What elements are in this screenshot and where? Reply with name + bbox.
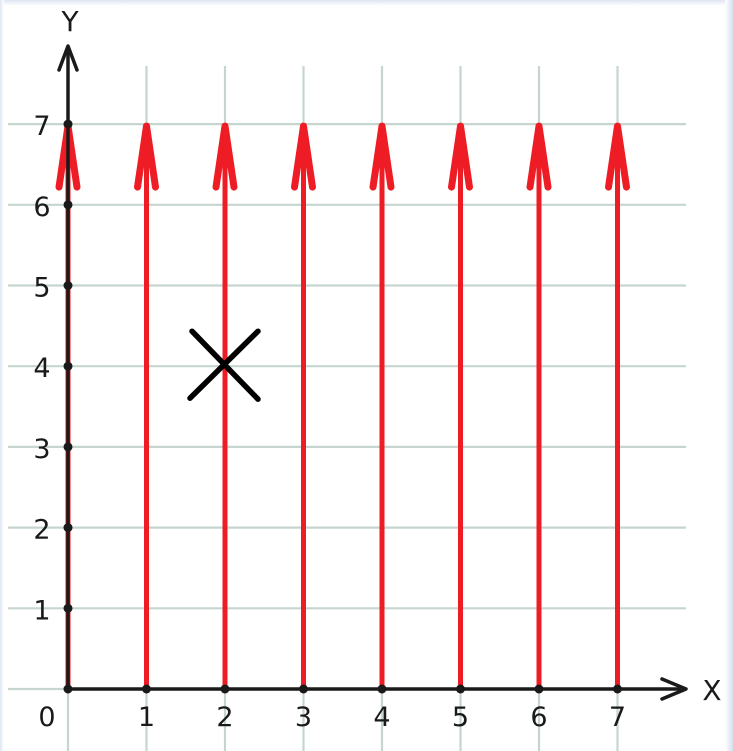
axes bbox=[57, 44, 688, 701]
y-axis-tick-dot bbox=[63, 119, 73, 129]
arrow-head bbox=[212, 122, 238, 191]
x-tick-label: 7 bbox=[609, 702, 626, 733]
y-axis-tick-dot bbox=[63, 442, 73, 452]
x-tick-label: 4 bbox=[373, 702, 390, 733]
y-axis-tick-dot bbox=[63, 361, 73, 371]
x-axis-tick-dot bbox=[299, 684, 308, 694]
y-axis-name: Y bbox=[60, 5, 79, 38]
x-axis-tick-dot bbox=[142, 684, 151, 694]
marker bbox=[187, 328, 261, 402]
x-tick-label: 3 bbox=[295, 702, 312, 733]
y-tick-label: 5 bbox=[33, 273, 50, 304]
y-tick-label: 1 bbox=[33, 595, 50, 626]
y-tick-label: 3 bbox=[33, 434, 50, 465]
marker-x-stroke bbox=[187, 328, 261, 401]
x-axis-name: X bbox=[702, 674, 721, 707]
y-axis-arrowhead bbox=[57, 44, 79, 72]
arrow-head bbox=[448, 122, 473, 191]
frame-top-edge bbox=[0, 0, 733, 6]
x-tick-label: 1 bbox=[138, 702, 155, 733]
x-tick-label: 0 bbox=[38, 702, 55, 733]
arrow-head bbox=[291, 122, 316, 191]
arrow-head bbox=[605, 122, 630, 191]
y-tick-label: 7 bbox=[33, 111, 50, 142]
y-tick-label: 2 bbox=[33, 515, 50, 546]
y-axis-tick-dot bbox=[63, 281, 73, 290]
frame-left-edge bbox=[0, 0, 4, 751]
vector-arrows bbox=[55, 122, 630, 692]
arrow-head bbox=[526, 122, 552, 191]
x-axis-tick-dot bbox=[63, 684, 73, 694]
grid-lines bbox=[8, 66, 686, 751]
x-axis-tick-dot bbox=[456, 684, 465, 694]
x-tick-label: 2 bbox=[216, 702, 233, 733]
y-tick-label: 4 bbox=[33, 353, 50, 384]
y-axis-tick-dot bbox=[63, 523, 73, 533]
x-tick-label: 5 bbox=[452, 702, 469, 733]
y-axis-tick-dot bbox=[63, 603, 73, 613]
x-axis-arrowhead bbox=[660, 677, 688, 701]
y-tick-label: 6 bbox=[33, 192, 50, 223]
x-tick-label: 6 bbox=[530, 702, 547, 733]
arrow-head bbox=[134, 122, 159, 191]
y-axis-tick-dot bbox=[63, 200, 73, 210]
x-axis-tick-dot bbox=[613, 684, 622, 694]
frame-right-edge bbox=[725, 0, 733, 751]
x-axis-tick-dot bbox=[377, 684, 387, 694]
x-axis-tick-dot bbox=[534, 684, 544, 694]
arrow-head bbox=[369, 122, 395, 191]
x-axis-tick-dot bbox=[220, 684, 230, 694]
